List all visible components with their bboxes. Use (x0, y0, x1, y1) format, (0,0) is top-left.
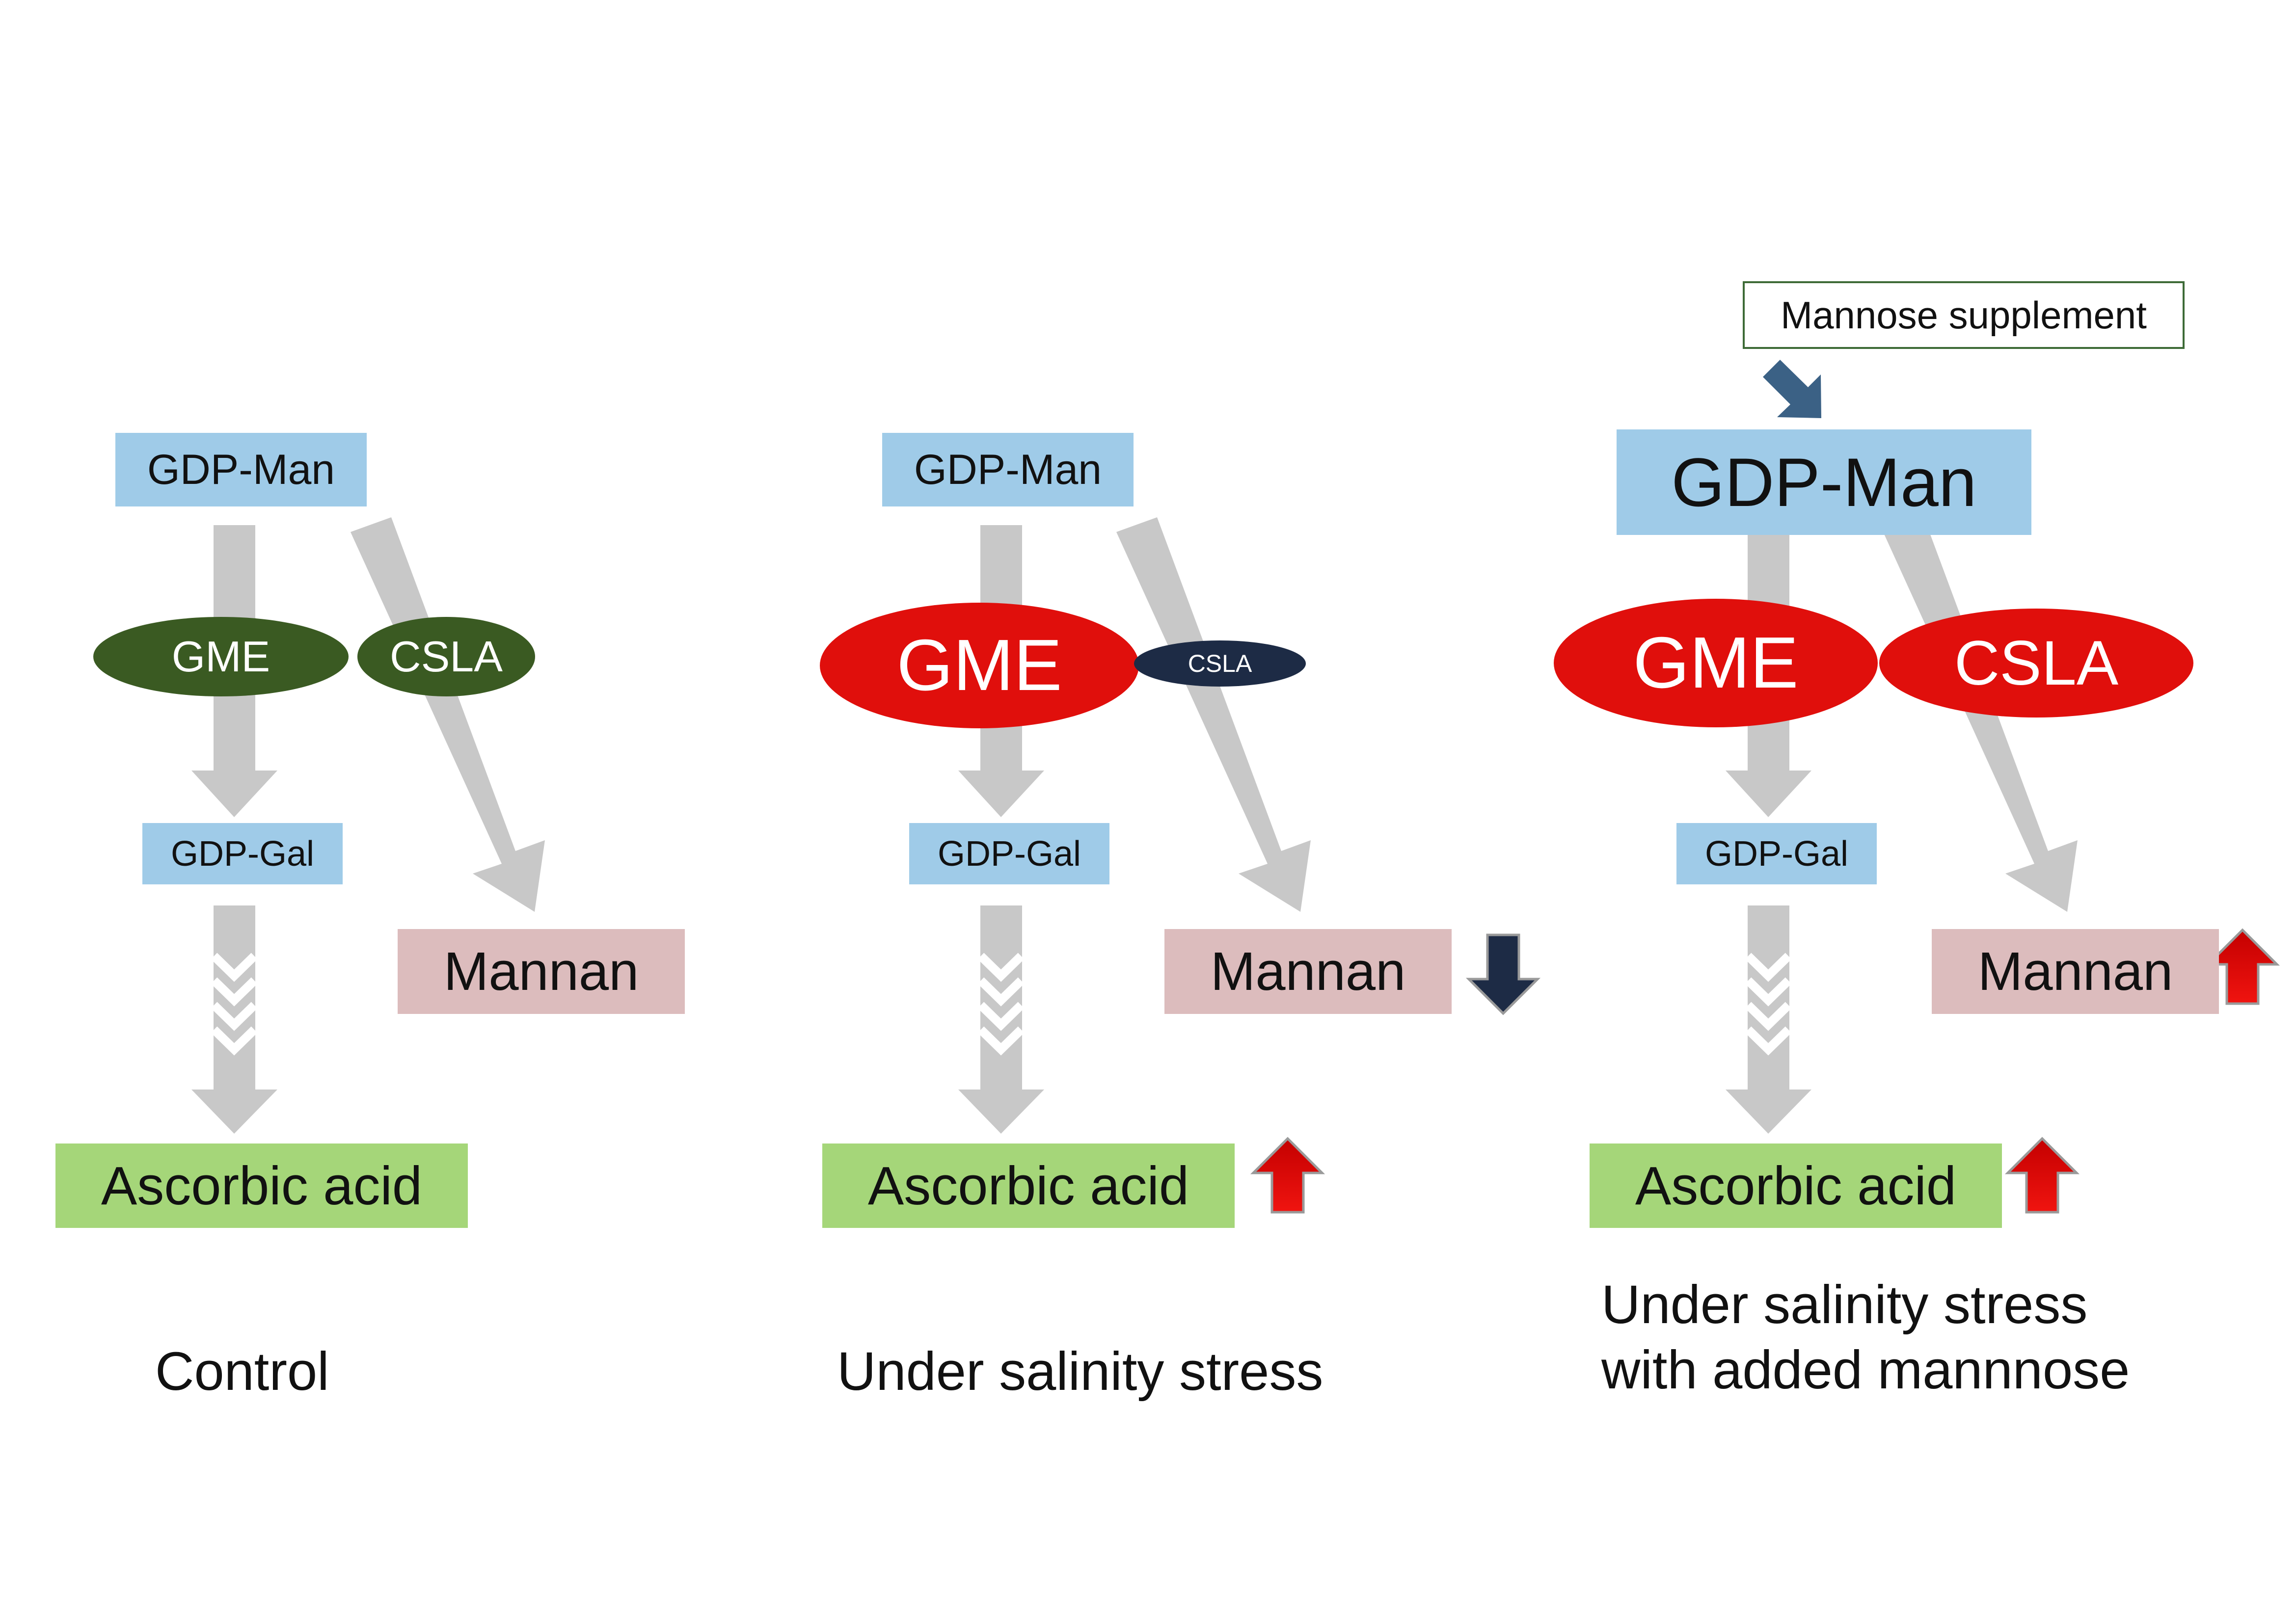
gme-enzyme-control: GME (93, 617, 349, 696)
caption-mannose-line1: Under salinity stress (1601, 1275, 2088, 1335)
caption-mannose-line2: with added mannnose (1601, 1340, 2130, 1400)
gdp-gal-box-salinity: GDP-Gal (909, 823, 1109, 884)
caption-control: Control (155, 1341, 329, 1402)
gdp-man-box-control: GDP-Man (115, 433, 367, 506)
gdp-gal-box-mannose: GDP-Gal (1676, 823, 1877, 884)
gdp-man-box-mannose: GDP-Man (1617, 429, 2031, 535)
mannan-box-mannose: Mannan (1932, 929, 2219, 1014)
flux-arrow-csla-mannose (1883, 517, 2078, 912)
gdp-man-box-salinity: GDP-Man (882, 433, 1134, 506)
ascorbic-acid-box-mannose: Ascorbic acid (1590, 1143, 2002, 1228)
flux-arrow-csla-control (351, 517, 545, 912)
multistep-chevrons-mannose (1745, 953, 1792, 1056)
ascorbic-acid-box-control: Ascorbic acid (55, 1143, 468, 1228)
mannan-decrease-arrow-salinity (1465, 933, 1541, 1015)
supplement-arrow (1763, 360, 1821, 418)
gme-enzyme-salinity: GME (820, 603, 1139, 728)
mannan-box-control: Mannan (398, 929, 685, 1014)
flux-arrow-csla-salinity (1116, 517, 1311, 912)
mannan-increase-arrow-mannose (2205, 928, 2280, 1005)
ascorbic-increase-arrow-mannose (2004, 1137, 2080, 1214)
mannan-box-salinity: Mannan (1164, 929, 1452, 1014)
gme-enzyme-mannose: GME (1554, 599, 1878, 727)
ascorbic-acid-box-salinity: Ascorbic acid (822, 1143, 1235, 1228)
csla-enzyme-control: CSLA (357, 617, 535, 696)
mannose-supplement-box: Mannose supplement (1743, 281, 2185, 349)
caption-salinity: Under salinity stress (837, 1341, 1324, 1402)
ascorbic-increase-arrow-salinity (1250, 1137, 1325, 1214)
multistep-chevrons-salinity (977, 953, 1025, 1056)
multistep-chevrons-control (211, 953, 258, 1056)
csla-enzyme-mannose: CSLA (1879, 609, 2193, 718)
csla-enzyme-salinity: CSLA (1134, 640, 1306, 687)
gdp-gal-box-control: GDP-Gal (142, 823, 343, 884)
